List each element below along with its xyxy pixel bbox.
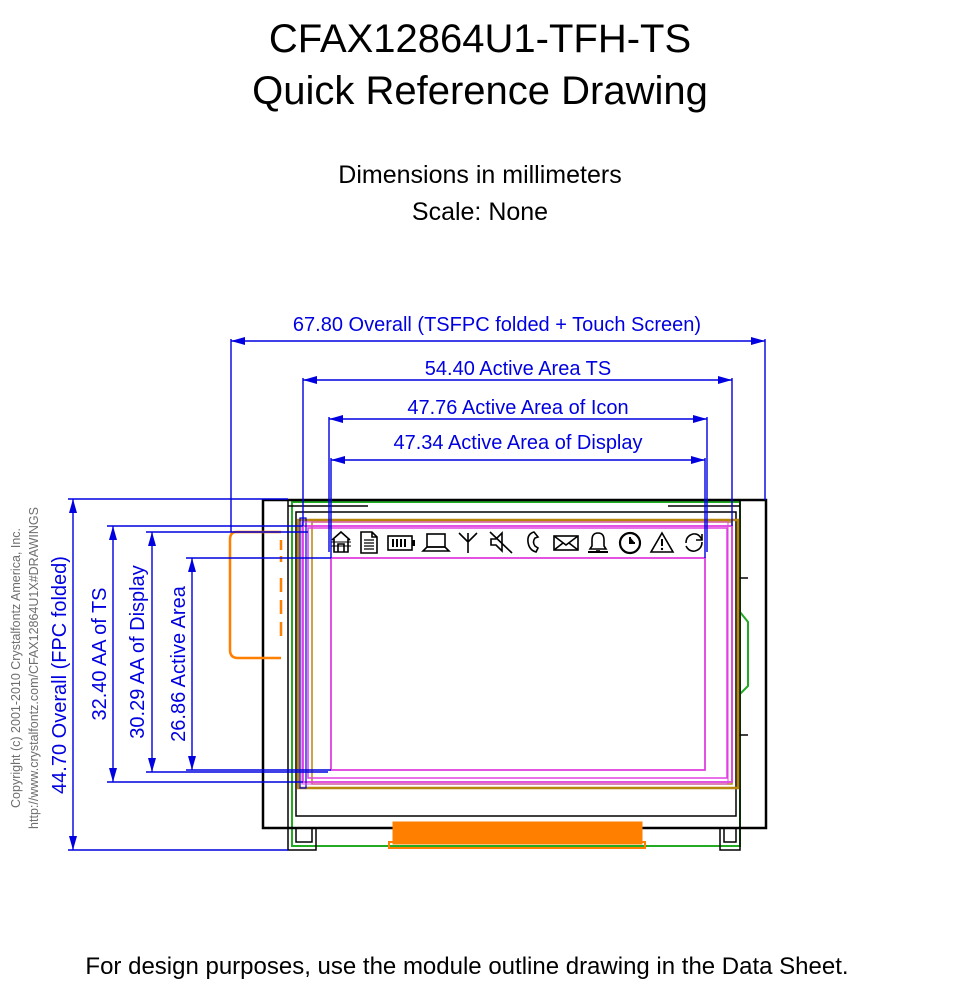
copyright-line: Copyright (c) 2001-2010 Crystalfontz Ame… bbox=[9, 528, 23, 808]
dim-label-overall-height: 44.70 Overall (FPC folded) bbox=[49, 556, 71, 794]
horizontal-dimensions: 67.80 Overall (TSFPC folded + Touch Scre… bbox=[230, 314, 766, 558]
module-glass bbox=[295, 511, 737, 817]
touch-screen-fpc bbox=[228, 530, 281, 660]
envelope-icon bbox=[553, 535, 579, 551]
scale-note: Scale: None bbox=[412, 198, 548, 226]
dim-label-active-area-icon: 47.76 Active Area of Icon bbox=[407, 397, 628, 419]
copyright-url: http://www.crystalfontz.com/CFAX12864U1X… bbox=[27, 507, 41, 829]
speaker-mute-icon bbox=[489, 531, 513, 554]
warning-icon bbox=[649, 531, 675, 553]
design-purposes-note: For design purposes, use the module outl… bbox=[85, 953, 848, 980]
frame-outline bbox=[291, 501, 741, 847]
vertical-dimensions: 44.70 Overall (FPC folded) 32.40 AA of T… bbox=[49, 498, 331, 851]
dim-label-active-area-ts: 54.40 Active Area TS bbox=[425, 358, 611, 380]
antenna-icon bbox=[458, 532, 478, 553]
dim-label-active-area-display: 47.34 Active Area of Display bbox=[393, 432, 642, 454]
dim-label-aa-of-display: 30.29 AA of Display bbox=[127, 565, 149, 738]
bell-icon bbox=[588, 532, 608, 553]
phone-icon bbox=[527, 531, 540, 553]
touch-screen-outline bbox=[296, 518, 740, 790]
frame-tab bbox=[739, 611, 749, 695]
dim-label-aa-of-ts: 32.40 AA of TS bbox=[89, 587, 111, 720]
drawing-title-part-number: CFAX12864U1-TFH-TS bbox=[269, 17, 691, 61]
drawing-title: Quick Reference Drawing bbox=[252, 69, 708, 113]
units-note: Dimensions in millimeters bbox=[338, 161, 621, 189]
clock-icon bbox=[618, 531, 642, 555]
display-active-area bbox=[330, 557, 706, 771]
battery-icon bbox=[387, 535, 415, 551]
bottom-fpc bbox=[392, 821, 643, 845]
laptop-icon bbox=[421, 533, 451, 552]
refresh-icon bbox=[685, 533, 703, 552]
icon-row bbox=[331, 530, 703, 555]
document-icon bbox=[360, 531, 378, 554]
dim-label-active-area: 26.86 Active Area bbox=[168, 585, 190, 742]
display-outline bbox=[302, 525, 733, 783]
dim-label-overall-width: 67.80 Overall (TSFPC folded + Touch Scre… bbox=[293, 314, 701, 336]
module-outline bbox=[228, 498, 768, 851]
house-icon bbox=[331, 530, 351, 553]
